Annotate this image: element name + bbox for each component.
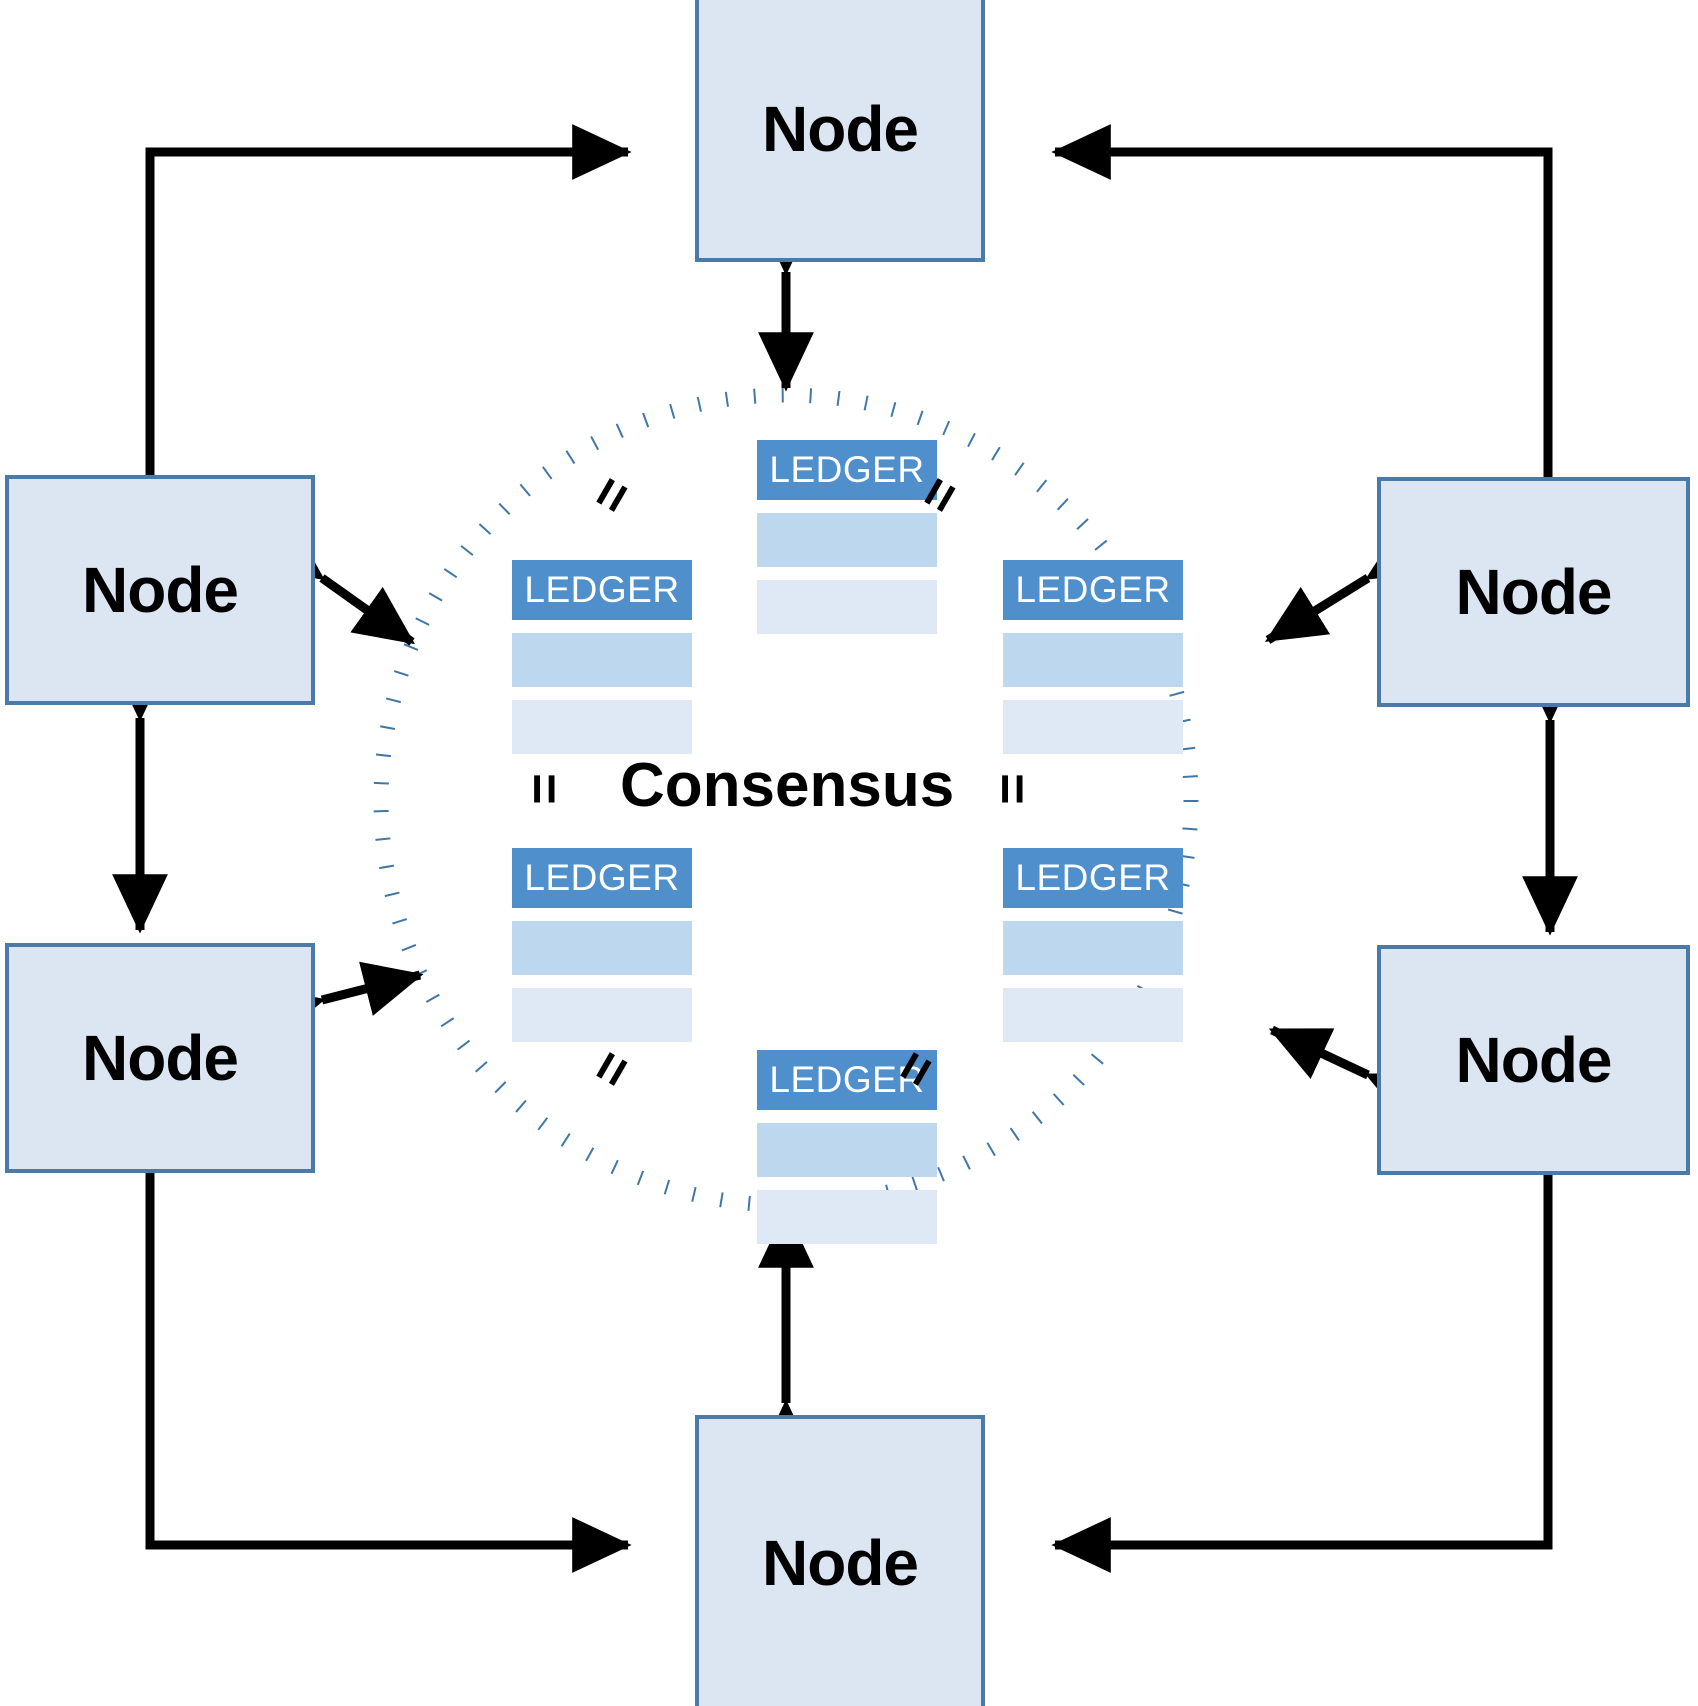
ledger-right-upper[interactable]: LEDGER bbox=[1003, 560, 1183, 754]
node-label: Node bbox=[82, 554, 239, 626]
node-right-lower[interactable]: Node bbox=[1377, 945, 1690, 1175]
node-label: Node bbox=[1455, 556, 1613, 628]
node-label: Node bbox=[762, 93, 919, 165]
ledger-row bbox=[757, 513, 937, 567]
equals-mark-top-left: = bbox=[577, 466, 646, 524]
node-left-upper[interactable]: Node bbox=[5, 475, 315, 705]
edge-rightlower-to-bottom bbox=[1051, 1175, 1553, 1573]
node-bottom[interactable]: Node bbox=[695, 1415, 985, 1706]
ledger-header: LEDGER bbox=[512, 848, 692, 908]
equals-mark-mid-left: = bbox=[513, 773, 574, 805]
ledger-header: LEDGER bbox=[512, 560, 692, 620]
ledger-row bbox=[512, 633, 692, 687]
ledger-row bbox=[757, 1123, 937, 1177]
ledger-row bbox=[757, 1190, 937, 1244]
ledger-top[interactable]: LEDGER bbox=[757, 440, 937, 634]
node-top[interactable]: Node bbox=[695, 0, 985, 262]
ledger-row bbox=[1003, 988, 1183, 1042]
ledger-row bbox=[1003, 700, 1183, 754]
edge-top-to-rightupper bbox=[1051, 124, 1553, 477]
edge-rightupper-to-consensus bbox=[1264, 524, 1431, 644]
edge-leftlower-to-bottom bbox=[145, 1173, 632, 1573]
edge-leftupper-to-top bbox=[145, 124, 632, 475]
node-right-upper[interactable]: Node bbox=[1377, 477, 1690, 707]
ledger-row bbox=[512, 700, 692, 754]
ledger-left-lower[interactable]: LEDGER bbox=[512, 848, 692, 1042]
equals-mark-mid-right: = bbox=[981, 773, 1042, 805]
node-label: Node bbox=[1455, 1024, 1613, 1096]
ledger-header: LEDGER bbox=[1003, 848, 1183, 908]
ledger-row bbox=[1003, 921, 1183, 975]
ledger-row bbox=[512, 988, 692, 1042]
ledger-left-upper[interactable]: LEDGER bbox=[512, 560, 692, 754]
ledger-header: LEDGER bbox=[1003, 560, 1183, 620]
edge-leftupper-to-consensus bbox=[260, 522, 415, 646]
node-left-lower[interactable]: Node bbox=[5, 943, 315, 1173]
ledger-row bbox=[512, 921, 692, 975]
edge-leftlower-to-consensus bbox=[261, 961, 424, 1041]
edge-rightlower-to-consensus bbox=[1268, 1025, 1431, 1124]
node-label: Node bbox=[762, 1526, 919, 1599]
equals-mark-bottom-left: = bbox=[577, 1040, 646, 1098]
ledger-row bbox=[1003, 633, 1183, 687]
ledger-right-lower[interactable]: LEDGER bbox=[1003, 848, 1183, 1042]
node-label: Node bbox=[82, 1022, 239, 1094]
ledger-row bbox=[757, 580, 937, 634]
consensus-label: Consensus bbox=[620, 751, 955, 820]
